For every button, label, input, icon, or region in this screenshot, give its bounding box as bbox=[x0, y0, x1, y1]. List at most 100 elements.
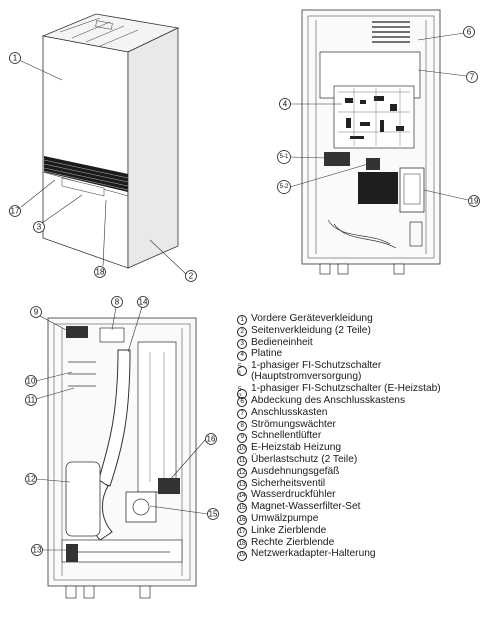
legend-label: Sicherheitsventil bbox=[251, 477, 326, 489]
exterior-view-figure: 1 2 3 17 18 bbox=[0, 0, 230, 290]
legend-number: 17 bbox=[237, 527, 247, 537]
legend-item-9: 9 Schnellentlüfter bbox=[237, 430, 489, 443]
legend-number-badge: 14 bbox=[237, 489, 251, 502]
svg-text:9: 9 bbox=[34, 308, 39, 317]
legend-label: Wasserdruckfühler bbox=[251, 489, 336, 501]
callout-16: 16 bbox=[205, 433, 217, 445]
legend-label: 1-phasiger FI-Schutzschalter (Hauptstrom… bbox=[251, 360, 382, 383]
callout-12: 12 bbox=[25, 473, 37, 485]
callout-3: 3 bbox=[33, 221, 45, 233]
legend-label: Platine bbox=[251, 348, 283, 360]
legend-number-badge: 18 bbox=[237, 537, 251, 549]
legend-number-badge: 16 bbox=[237, 513, 251, 526]
legend-item-1: 1 Vordere Geräteverkleidung bbox=[237, 313, 489, 326]
legend-label: Abdeckung des Anschlusskastens bbox=[251, 394, 406, 406]
svg-text:11: 11 bbox=[27, 396, 36, 405]
legend-label: Vordere Geräteverkleidung bbox=[251, 313, 373, 324]
legend-number: 4 bbox=[237, 350, 247, 361]
svg-text:10: 10 bbox=[27, 377, 36, 386]
callout-2: 2 bbox=[185, 270, 197, 282]
svg-text:15: 15 bbox=[209, 510, 218, 519]
callout-9: 9 bbox=[30, 306, 42, 318]
legend-number: 15 bbox=[237, 503, 247, 514]
callout-4: 4 bbox=[279, 98, 291, 110]
legend-number: 1 bbox=[237, 315, 247, 326]
callout-18: 18 bbox=[94, 266, 106, 278]
callout-11: 11 bbox=[25, 394, 37, 406]
legend-item-2: 2 Seitenverkleidung (2 Teile) bbox=[237, 325, 489, 338]
svg-text:12: 12 bbox=[27, 475, 36, 484]
legend-number: 7 bbox=[237, 409, 247, 420]
legend-label: E-Heizstab Heizung bbox=[251, 442, 342, 454]
callout-6: 6 bbox=[463, 26, 475, 38]
legend-label: 1-phasiger FI-Schutzschalter (E-Heizstab… bbox=[251, 383, 441, 395]
svg-text:6: 6 bbox=[467, 28, 472, 37]
legend-number: 2 bbox=[237, 327, 247, 338]
legend-number-badge: 4 bbox=[237, 348, 251, 361]
callout-8: 8 bbox=[111, 296, 123, 308]
svg-text:18: 18 bbox=[96, 268, 105, 277]
svg-text:1: 1 bbox=[13, 54, 18, 63]
legend-number-badge: 17 bbox=[237, 525, 251, 537]
legend-number: 10 bbox=[237, 444, 247, 455]
callout-5-2: 5-2 bbox=[277, 180, 291, 194]
legend-item-11: 11 Überlastschutz (2 Teile) bbox=[237, 454, 489, 467]
callout-5-1: 5-1 bbox=[277, 150, 291, 164]
svg-text:5-2: 5-2 bbox=[280, 184, 289, 190]
svg-text:5-1: 5-1 bbox=[280, 154, 289, 160]
legend-number-badge: 1 bbox=[237, 313, 251, 326]
legend-item-18: 18 Rechte Zierblende bbox=[237, 536, 489, 549]
callout-17: 17 bbox=[9, 205, 21, 217]
legend-item-10: 10 E-Heizstab Heizung bbox=[237, 442, 489, 455]
legend-number-badge: 19 bbox=[237, 548, 251, 561]
svg-text:16: 16 bbox=[207, 435, 216, 444]
legend-number: 14 bbox=[237, 491, 247, 502]
legend-number-badge: 5-1 bbox=[237, 360, 251, 376]
callout-14: 14 bbox=[137, 296, 149, 308]
legend-item-16: 16 Umwälzpumpe bbox=[237, 513, 489, 526]
legend-item-4: 4 Platine bbox=[237, 348, 489, 361]
svg-text:8: 8 bbox=[115, 298, 120, 307]
legend-number-badge: 3 bbox=[237, 337, 251, 349]
legend-number-badge: 15 bbox=[237, 501, 251, 514]
legend-number-badge: 5-2 bbox=[237, 383, 251, 399]
legend-number-badge: 10 bbox=[237, 442, 251, 455]
legend-number: 12 bbox=[237, 468, 247, 479]
legend-item-6: 6 Abdeckung des Anschlusskastens bbox=[237, 394, 489, 408]
legend-label: Rechte Zierblende bbox=[251, 536, 335, 548]
callout-10: 10 bbox=[25, 375, 37, 387]
legend-item-15: 15 Magnet-Wasserfilter-Set bbox=[237, 501, 489, 514]
legend-item-12: 12 Ausdehnungsgefäß bbox=[237, 465, 489, 479]
svg-text:17: 17 bbox=[11, 207, 20, 216]
callout-13: 13 bbox=[31, 544, 43, 556]
legend-item-7: 7 Anschlusskasten bbox=[237, 406, 489, 420]
legend-number-badge: 12 bbox=[237, 466, 251, 479]
callout-7: 7 bbox=[466, 71, 478, 83]
legend-number-badge: 6 bbox=[237, 395, 251, 408]
legend-number: 5-1 bbox=[237, 363, 247, 376]
parts-legend: 1 Vordere Geräteverkleidung 2 Seitenverk… bbox=[237, 313, 489, 561]
legend-item-8: 8 Strömungswächter bbox=[237, 418, 489, 431]
svg-text:19: 19 bbox=[470, 197, 479, 206]
legend-label: Ausdehnungsgefäß bbox=[251, 465, 340, 477]
legend-label: Netzwerkadapter-Halterung bbox=[251, 548, 376, 560]
legend-label: Linke Zierblende bbox=[251, 524, 327, 536]
legend-number-badge: 13 bbox=[237, 478, 251, 490]
legend-number-badge: 11 bbox=[237, 454, 251, 467]
legend-item-5-2: 5-2 1-phasiger FI-Schutzschalter (E-Heiz… bbox=[237, 383, 489, 399]
legend-item-3: 3 Bedieneinheit bbox=[237, 337, 489, 349]
svg-text:4: 4 bbox=[283, 100, 288, 109]
callout-19: 19 bbox=[468, 195, 480, 207]
callout-1: 1 bbox=[9, 52, 21, 64]
legend-label: Schnellentlüfter bbox=[251, 430, 322, 442]
legend-number-badge: 2 bbox=[237, 325, 251, 338]
legend-label: Strömungswächter bbox=[251, 418, 336, 430]
legend-item-13: 13 Sicherheitsventil bbox=[237, 477, 489, 490]
legend-label: Anschlusskasten bbox=[251, 406, 328, 418]
legend-number: 19 bbox=[237, 550, 247, 561]
legend-number: 16 bbox=[237, 515, 247, 526]
legend-number: 9 bbox=[237, 432, 247, 443]
svg-text:14: 14 bbox=[139, 298, 148, 307]
legend-number-badge: 9 bbox=[237, 430, 251, 443]
legend-label: Magnet-Wasserfilter-Set bbox=[251, 501, 361, 513]
